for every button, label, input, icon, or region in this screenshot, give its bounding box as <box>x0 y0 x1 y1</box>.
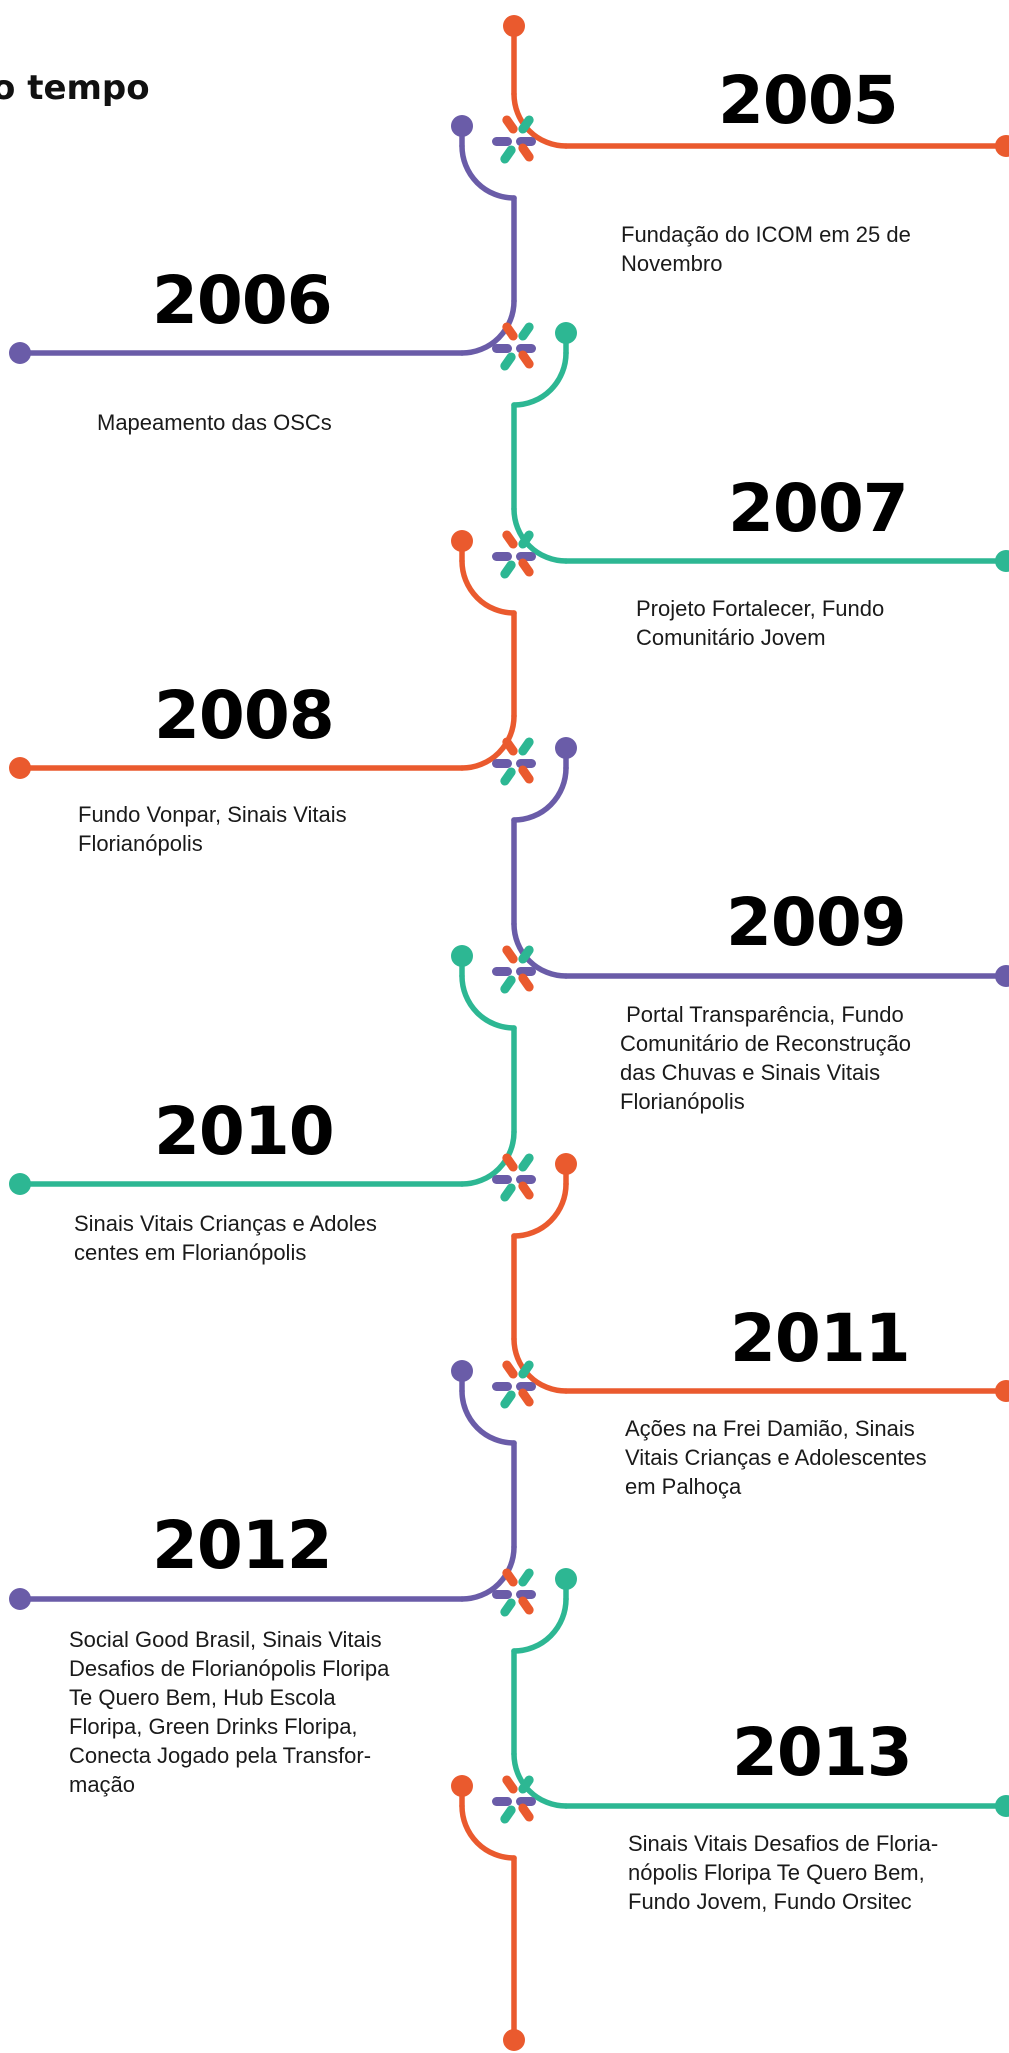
branch-end-dot <box>9 1173 31 1195</box>
description-line: Desafios de Florianópolis Floripa <box>69 1656 390 1681</box>
branch-end-dot <box>9 342 31 364</box>
branch-arc <box>511 506 569 564</box>
year-label: 2007 <box>728 470 909 547</box>
node-logo-icon <box>492 115 536 164</box>
connector-arc <box>511 350 569 408</box>
connector-dot <box>451 530 473 552</box>
description-line: Mapeamento das OSCs <box>97 410 332 435</box>
node-logo-icon <box>492 1775 536 1824</box>
connector-arc <box>459 558 517 616</box>
year-label: 2012 <box>152 1507 333 1584</box>
description-line: Fundo Jovem, Fundo Orsitec <box>628 1889 912 1914</box>
description-line: Vitais Crianças e Adolescentes <box>625 1445 927 1470</box>
description-line: nópolis Floripa Te Quero Bem, <box>628 1860 925 1885</box>
connector-dot <box>451 1360 473 1382</box>
branch-arc <box>459 1129 517 1187</box>
year-label: 2008 <box>154 677 335 754</box>
description-line: Fundo Vonpar, Sinais Vitais <box>78 802 347 827</box>
page-title: o tempo <box>0 68 150 108</box>
timeline-end-dot <box>503 2029 525 2051</box>
year-label: 2011 <box>730 1300 911 1377</box>
description-line: Ações na Frei Damião, Sinais <box>625 1416 915 1441</box>
description-line: Floripa, Green Drinks Floripa, <box>69 1714 358 1739</box>
branch-end-dot <box>995 1795 1009 1817</box>
year-label: 2010 <box>154 1093 335 1170</box>
description-line: Te Quero Bem, Hub Escola <box>69 1685 336 1710</box>
branch-arc <box>459 713 517 771</box>
description-line: Portal Transparência, Fundo <box>620 1002 904 1027</box>
branch-arc <box>459 298 517 356</box>
description-line: Florianópolis <box>78 831 203 856</box>
connector-dot <box>451 115 473 137</box>
description-line: mação <box>69 1772 136 1797</box>
branch-arc <box>511 91 569 149</box>
connector-dot <box>451 945 473 967</box>
node-logo-icon <box>492 322 536 371</box>
description-line: Comunitário de Reconstrução <box>620 1031 912 1056</box>
branch-arc <box>459 1544 517 1602</box>
connector-arc <box>511 1596 569 1654</box>
description-line: Social Good Brasil, Sinais Vitais <box>69 1627 382 1652</box>
node-logo-icon <box>492 1360 536 1409</box>
branch-end-dot <box>9 1588 31 1610</box>
year-label: 2005 <box>718 62 899 139</box>
event-description: Sinais Vitais Crianças e Adoles centes em… <box>74 1209 434 1267</box>
branch-arc <box>511 1336 569 1394</box>
description-line: Sinais Vitais Crianças e Adoles <box>74 1211 377 1236</box>
connector-arc <box>459 973 517 1031</box>
connector-dot <box>555 737 577 759</box>
branch-end-dot <box>995 550 1009 572</box>
year-label: 2009 <box>726 884 907 961</box>
year-label: 2006 <box>152 262 333 339</box>
description-line: Florianópolis <box>620 1089 745 1114</box>
connector-dot <box>555 1153 577 1175</box>
branch-end-dot <box>995 135 1009 157</box>
node-logo-icon <box>492 530 536 579</box>
node-logo-icon <box>492 1153 536 1202</box>
description-line: Sinais Vitais Desafios de Floria- <box>628 1831 939 1856</box>
description-line: das Chuvas e Sinais Vitais <box>620 1060 881 1085</box>
branch-arc <box>511 921 569 979</box>
node-logo-icon <box>492 737 536 786</box>
connector-arc <box>459 1388 517 1446</box>
connector-dot <box>451 1775 473 1797</box>
node-logo-icon <box>492 1568 536 1617</box>
year-label: 2013 <box>732 1714 913 1791</box>
branch-end-dot <box>995 965 1009 987</box>
description-line: Projeto Fortalecer, Fundo <box>636 596 885 621</box>
branch-arc <box>511 1751 569 1809</box>
description-line: Conecta Jogado pela Transfor- <box>69 1743 372 1768</box>
description-line: Novembro <box>621 251 723 276</box>
branch-end-dot <box>9 757 31 779</box>
description-line: em Palhoça <box>625 1474 742 1499</box>
node-logo-icon <box>492 945 536 994</box>
event-description: Mapeamento das OSCs <box>97 408 457 437</box>
event-description: Sinais Vitais Desafios de Floria-nópolis… <box>628 1829 988 1916</box>
description-line: Fundação do ICOM em 25 de <box>621 222 911 247</box>
event-description: Fundação do ICOM em 25 de Novembro <box>621 220 981 278</box>
connector-arc <box>459 1803 517 1861</box>
connector-dot <box>555 322 577 344</box>
description-line: Comunitário Jovem <box>636 625 826 650</box>
branch-end-dot <box>995 1380 1009 1402</box>
description-line: centes em Florianópolis <box>74 1240 307 1265</box>
connector-arc <box>511 1181 569 1239</box>
connector-arc <box>459 143 517 201</box>
connector-arc <box>511 765 569 823</box>
connector-dot <box>555 1568 577 1590</box>
